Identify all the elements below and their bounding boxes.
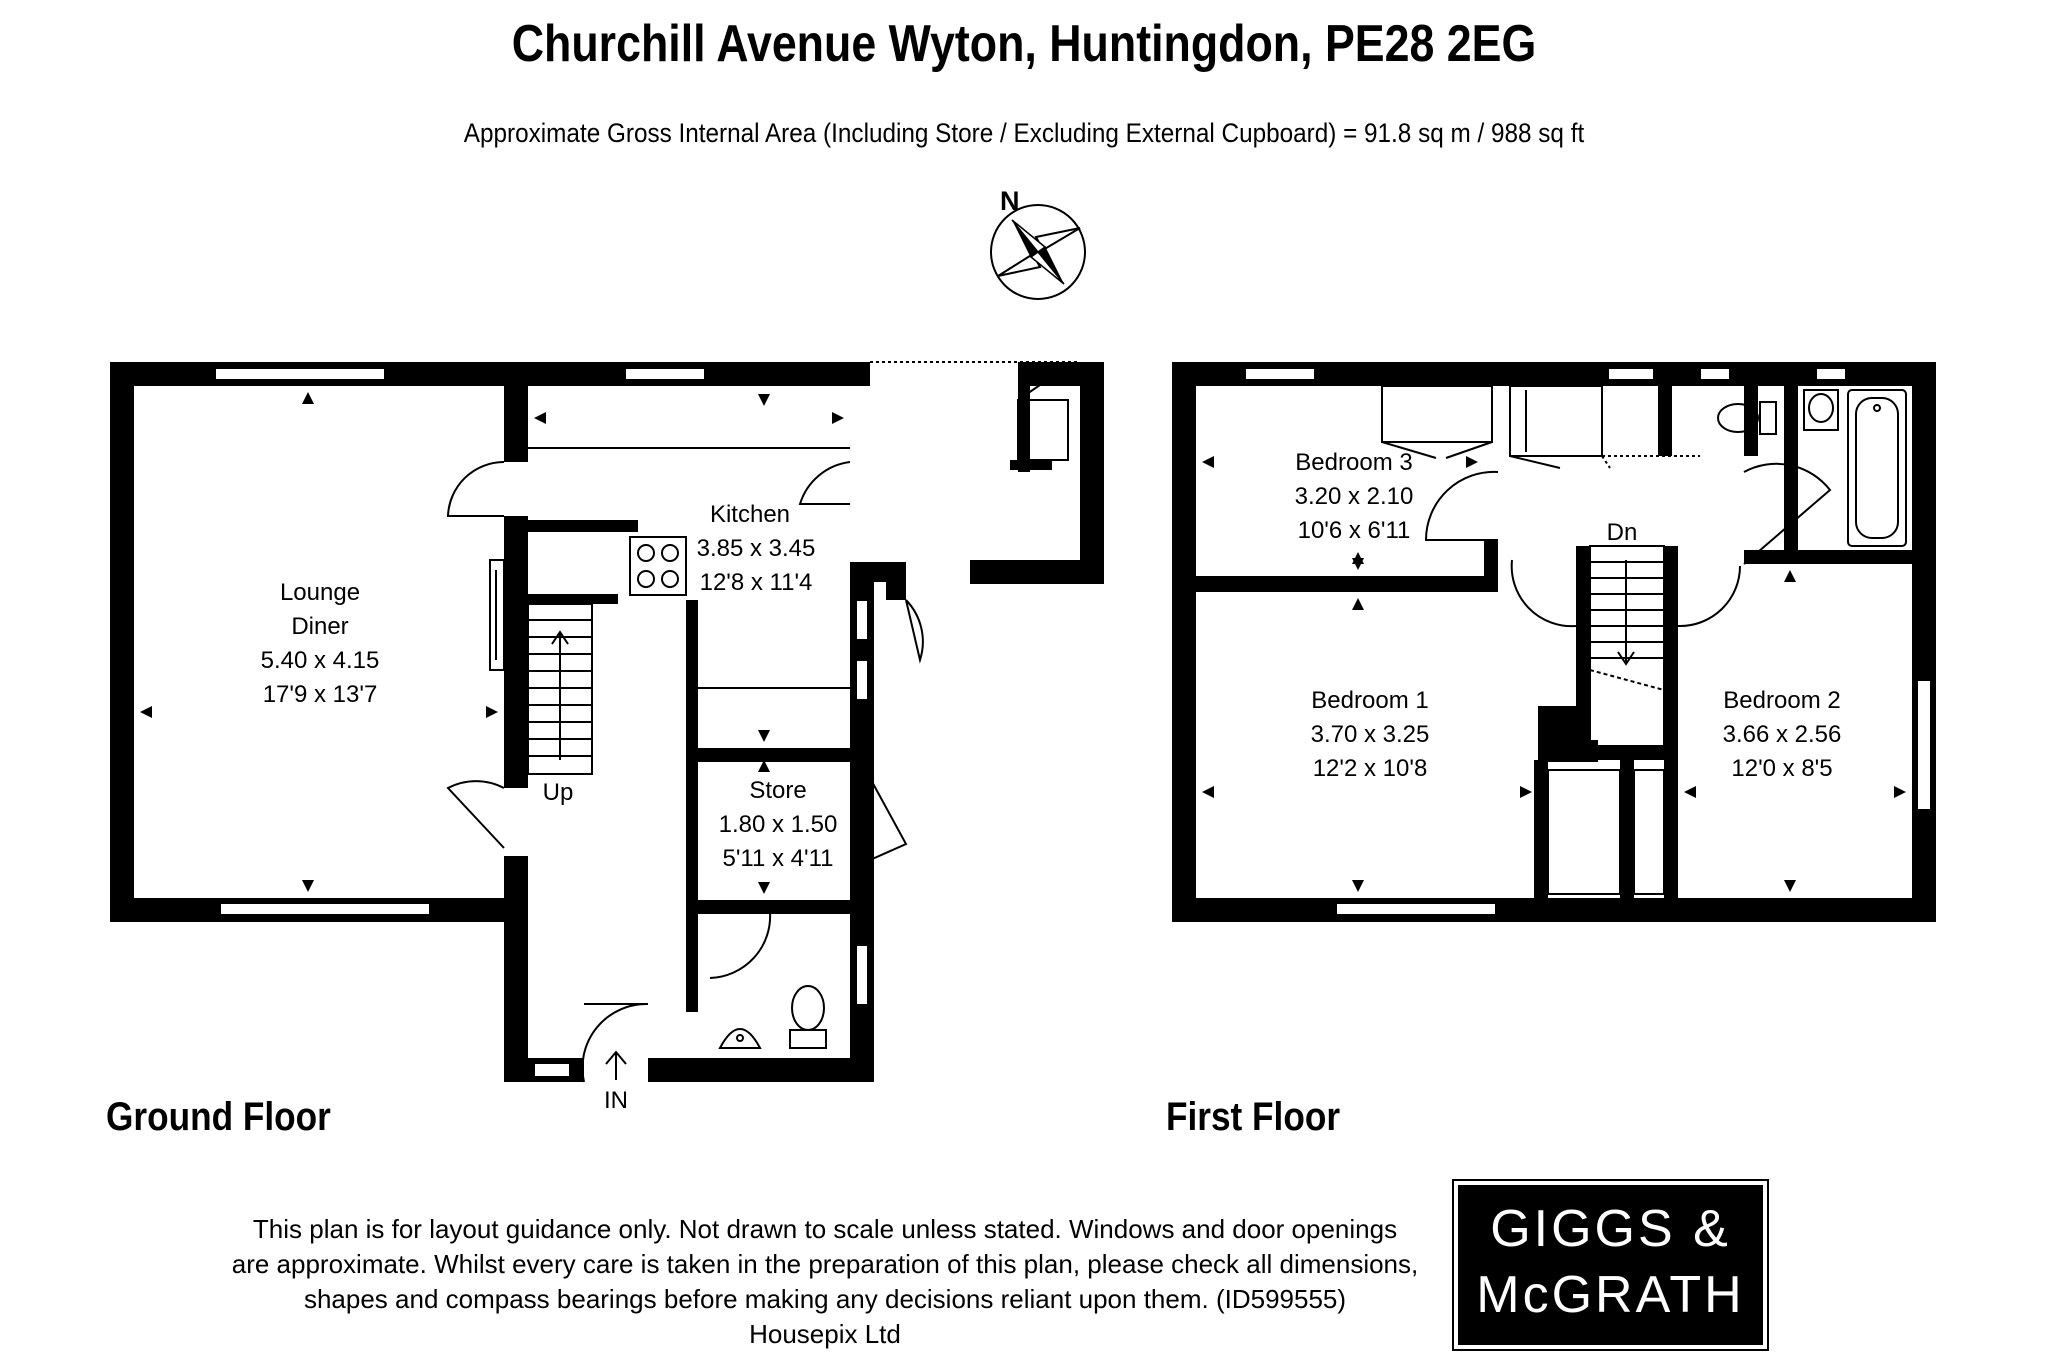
room-dimensions-metric: 5.40 x 4.15 — [261, 647, 380, 674]
room-dimensions-metric: 3.85 x 3.45 — [697, 535, 816, 562]
room-bedroom-2: Bedroom 2 3.66 x 2.56 12'0 x 8'5 — [1723, 687, 1842, 782]
room-dimensions-imperial: 12'0 x 8'5 — [1731, 755, 1832, 782]
first-floor-doors — [1424, 390, 1832, 628]
room-dimensions-imperial: 12'8 x 11'4 — [700, 569, 813, 596]
stairs-down-label: Dn — [1607, 519, 1638, 546]
room-dimensions-imperial: 5'11 x 4'11 — [722, 845, 833, 872]
basin-icon — [718, 1028, 762, 1049]
first-floor-cupboards — [1381, 385, 1700, 895]
room-name: Store — [749, 777, 806, 804]
entrance-arrow-icon — [605, 1050, 627, 1080]
disclaimer-line: This plan is for layout guidance only. N… — [252, 1214, 1398, 1244]
kitchen-fittings — [528, 361, 1080, 689]
entrance-label: IN — [604, 1087, 628, 1114]
agent-logo: GIGGS & McGRATH — [1452, 1179, 1769, 1351]
area-subtitle: Approximate Gross Internal Area (Includi… — [463, 118, 1585, 148]
ground-floor-doors — [446, 461, 924, 1083]
room-name: Kitchen — [710, 501, 790, 528]
first-floor-stairs — [1589, 545, 1665, 747]
first-floor-windows — [1244, 367, 1932, 916]
room-dimensions-metric: 1.80 x 1.50 — [719, 811, 838, 838]
room-name: Bedroom 1 — [1311, 687, 1428, 714]
disclaimer-line: shapes and compass bearings before makin… — [303, 1284, 1347, 1314]
room-dimensions-metric: 3.66 x 2.56 — [1723, 721, 1842, 748]
hob-icon — [629, 536, 687, 596]
room-name: Diner — [291, 613, 348, 640]
room-name: Bedroom 3 — [1295, 449, 1412, 476]
ground-floor-label: Ground Floor — [106, 1095, 331, 1139]
room-dimensions-imperial: 17'9 x 13'7 — [263, 681, 378, 708]
room-kitchen: Kitchen 3.85 x 3.45 12'8 x 11'4 — [697, 501, 816, 596]
stairs-up-label: Up — [543, 779, 574, 806]
room-lounge-diner: Lounge Diner 5.40 x 4.15 17'9 x 13'7 — [261, 579, 380, 708]
disclaimer: This plan is for layout guidance only. N… — [210, 1212, 1440, 1352]
room-dimensions-metric: 3.20 x 2.10 — [1295, 483, 1414, 510]
logo-line-1: GIGGS & — [1490, 1200, 1731, 1258]
room-dimensions-imperial: 10'6 x 6'11 — [1298, 517, 1411, 544]
disclaimer-line: are approximate. Whilst every care is ta… — [231, 1249, 1419, 1279]
ground-dimension-arrows — [140, 392, 844, 894]
first-dimension-arrows — [1202, 456, 1906, 892]
page-title: Churchill Avenue Wyton, Huntingdon, PE28… — [511, 15, 1537, 73]
ground-floor-windows — [214, 367, 869, 1078]
ground-floor-stairs — [527, 603, 593, 775]
room-bedroom-3: Bedroom 3 3.20 x 2.10 10'6 x 6'11 — [1295, 449, 1414, 544]
compass-north-label: N — [1000, 186, 1020, 216]
compass-rose-icon — [990, 204, 1086, 300]
room-name: Bedroom 2 — [1723, 687, 1840, 714]
logo-line-2: McGRATH — [1476, 1266, 1745, 1324]
bathtub-icon — [1847, 389, 1907, 547]
first-floor-walls — [1172, 362, 1936, 922]
ground-floor-walls — [110, 362, 1104, 1082]
first-floor-label: First Floor — [1166, 1095, 1341, 1139]
room-dimensions-metric: 3.70 x 3.25 — [1311, 721, 1430, 748]
disclaimer-line: Housepix Ltd — [749, 1319, 901, 1349]
bathroom-basin-icon — [1803, 389, 1839, 431]
toilet-icon — [789, 985, 827, 1049]
room-bedroom-1: Bedroom 1 3.70 x 3.25 12'2 x 10'8 — [1311, 687, 1430, 782]
bathroom-toilet-icon — [1717, 401, 1777, 435]
room-dimensions-imperial: 12'2 x 10'8 — [1313, 755, 1428, 782]
room-store: Store 1.80 x 1.50 5'11 x 4'11 — [719, 777, 838, 872]
room-name: Lounge — [280, 579, 360, 606]
